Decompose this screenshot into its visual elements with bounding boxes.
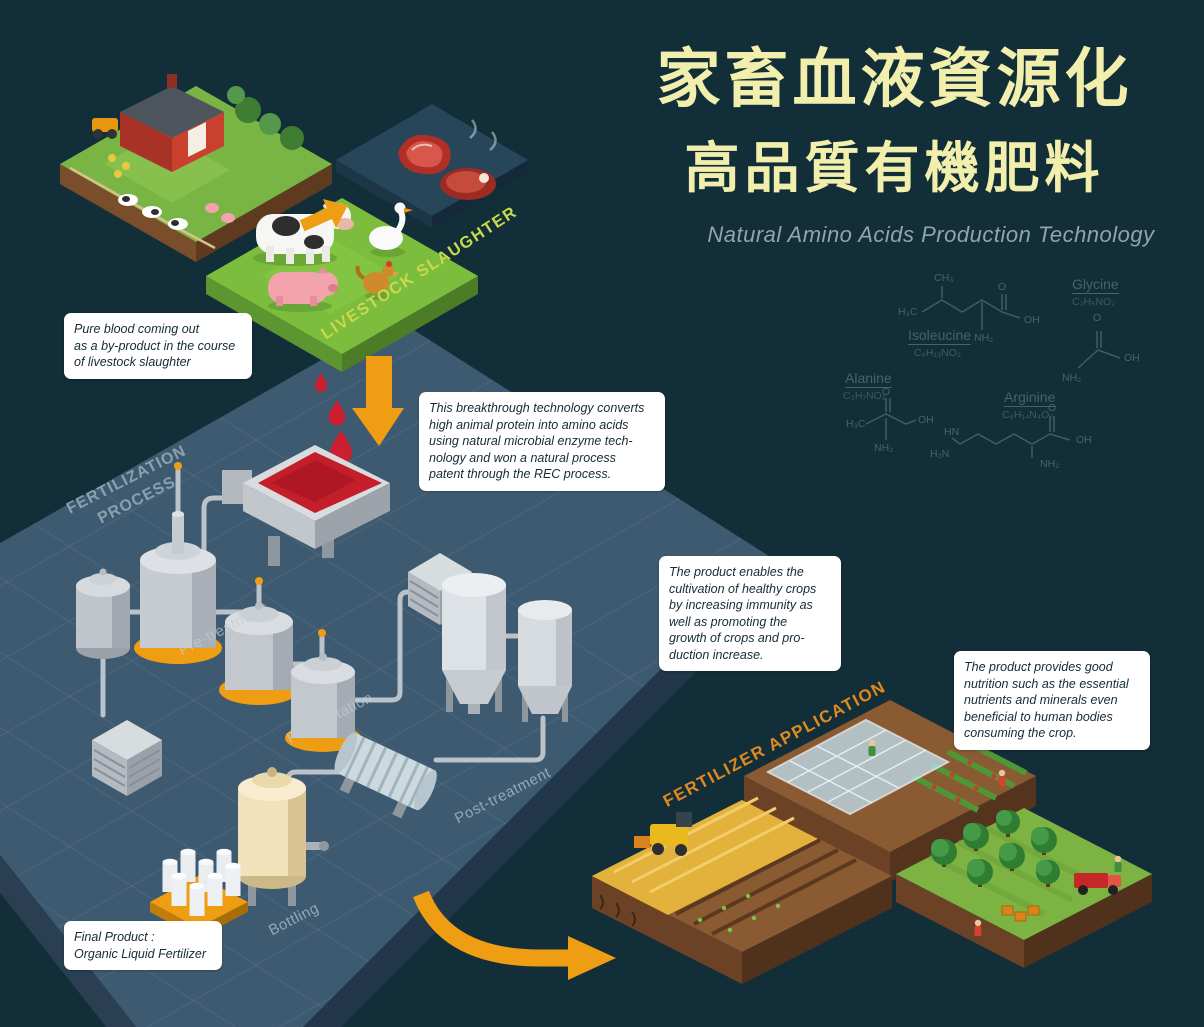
silo-1 <box>442 573 506 714</box>
goose-illustration <box>369 202 413 250</box>
amino-glycine-name: Glycine <box>1072 276 1119 294</box>
arrow-to-meat-icon <box>299 198 348 232</box>
callout-nutrition: The product provides good nutrition such… <box>954 651 1150 750</box>
arginine-hn-label: HN <box>944 426 960 438</box>
alanine-oh-label: OH <box>918 414 934 426</box>
livestock-scene <box>206 198 478 372</box>
farmer-figure <box>868 739 876 756</box>
farmer-figure <box>998 769 1006 786</box>
greenhouse <box>765 718 951 816</box>
alanine-o-label: O <box>882 386 891 398</box>
glycine-structure <box>1077 331 1121 369</box>
harvester <box>634 812 692 856</box>
arginine-nh2-label: NH₂ <box>1040 458 1060 470</box>
subtitle: Natural Amino Acids Production Technolog… <box>707 222 1155 247</box>
amino-arginine-formula: C₆H₁₄N₄O₂ <box>1002 409 1054 421</box>
orchard-trees <box>931 810 1060 887</box>
amino-glycine-formula: C₂H₅NO₂ <box>1072 296 1116 308</box>
glycine-nh2-label: NH₂ <box>1062 372 1082 384</box>
isoleucine-ch3-label: CH₃ <box>934 272 954 284</box>
isoleucine-h3c-label: H₃C <box>898 306 918 318</box>
arginine-structure <box>951 416 1071 458</box>
title-block: 家畜血液資源化 高品質有機肥料 <box>642 43 1147 203</box>
isoleucine-nh2-label: NH₂ <box>974 332 994 344</box>
amino-isoleucine-name: Isoleucine <box>908 327 972 345</box>
pretreatment-tank-main <box>134 511 222 664</box>
fermentation-tank-1 <box>219 602 299 705</box>
farmer-figure <box>974 919 982 936</box>
amino-isoleucine-formula: C₆H₁₃NO₂ <box>914 347 962 359</box>
greenhouse-field <box>744 700 1036 882</box>
amino-structures <box>865 286 1121 458</box>
bottling-tank <box>238 767 329 906</box>
arginine-o-label: O <box>1048 402 1057 414</box>
pig-illustration <box>268 266 338 306</box>
fertilizer-bottles <box>162 848 241 916</box>
isoleucine-oh-label: OH <box>1024 314 1040 326</box>
chicken-illustration <box>355 261 400 294</box>
isoleucine-o-label: O <box>998 281 1007 293</box>
isoleucine-structure <box>921 286 1021 330</box>
trees <box>227 86 304 150</box>
amino-alanine-name: Alanine <box>845 370 892 388</box>
alanine-nh2-label: NH₂ <box>874 442 894 454</box>
silo-2 <box>518 600 572 722</box>
title-line-1: 家畜血液資源化 <box>656 43 1133 115</box>
alanine-h3c-label: H₃C <box>846 418 866 430</box>
callout-final-product: Final Product : Organic Liquid Fertilize… <box>64 921 222 970</box>
callout-crops: The product enables the cultivation of h… <box>659 556 841 671</box>
pretreatment-tank-small <box>76 568 130 659</box>
flow-arrow-to-fields <box>413 890 616 980</box>
arginine-oh-label: OH <box>1076 434 1092 446</box>
ribbed-cylinder <box>334 732 437 819</box>
fermentation-tank-2 <box>285 653 361 752</box>
crates <box>1001 905 1040 922</box>
glycine-oh-label: OH <box>1124 352 1140 364</box>
farmer-figure <box>1114 855 1122 872</box>
title-line-2: 高品質有機肥料 <box>684 137 1105 200</box>
heat-exchanger-left <box>92 720 162 796</box>
wheat-field <box>592 796 892 984</box>
farm-animals <box>118 194 235 230</box>
alanine-structure <box>865 398 917 440</box>
truck <box>1074 873 1121 895</box>
tractor <box>92 118 118 139</box>
barn <box>120 74 224 172</box>
blood-container <box>222 445 390 566</box>
callout-technology: This breakthrough technology converts hi… <box>419 392 665 491</box>
amino-alanine-formula: C₃H₇NO₂ <box>843 390 886 402</box>
amino-arginine-name: Arginine <box>1004 389 1056 407</box>
glycine-o-label: O <box>1093 312 1102 324</box>
callout-pure-blood: Pure blood coming out as a by-product in… <box>64 313 252 379</box>
orchard-field <box>896 808 1152 968</box>
farm-scene <box>60 74 332 262</box>
down-arrow-icon <box>352 356 404 446</box>
meat-cuts <box>398 134 496 200</box>
pipe-valves <box>174 462 326 637</box>
arginine-h2n-label: H₂N <box>930 448 950 460</box>
